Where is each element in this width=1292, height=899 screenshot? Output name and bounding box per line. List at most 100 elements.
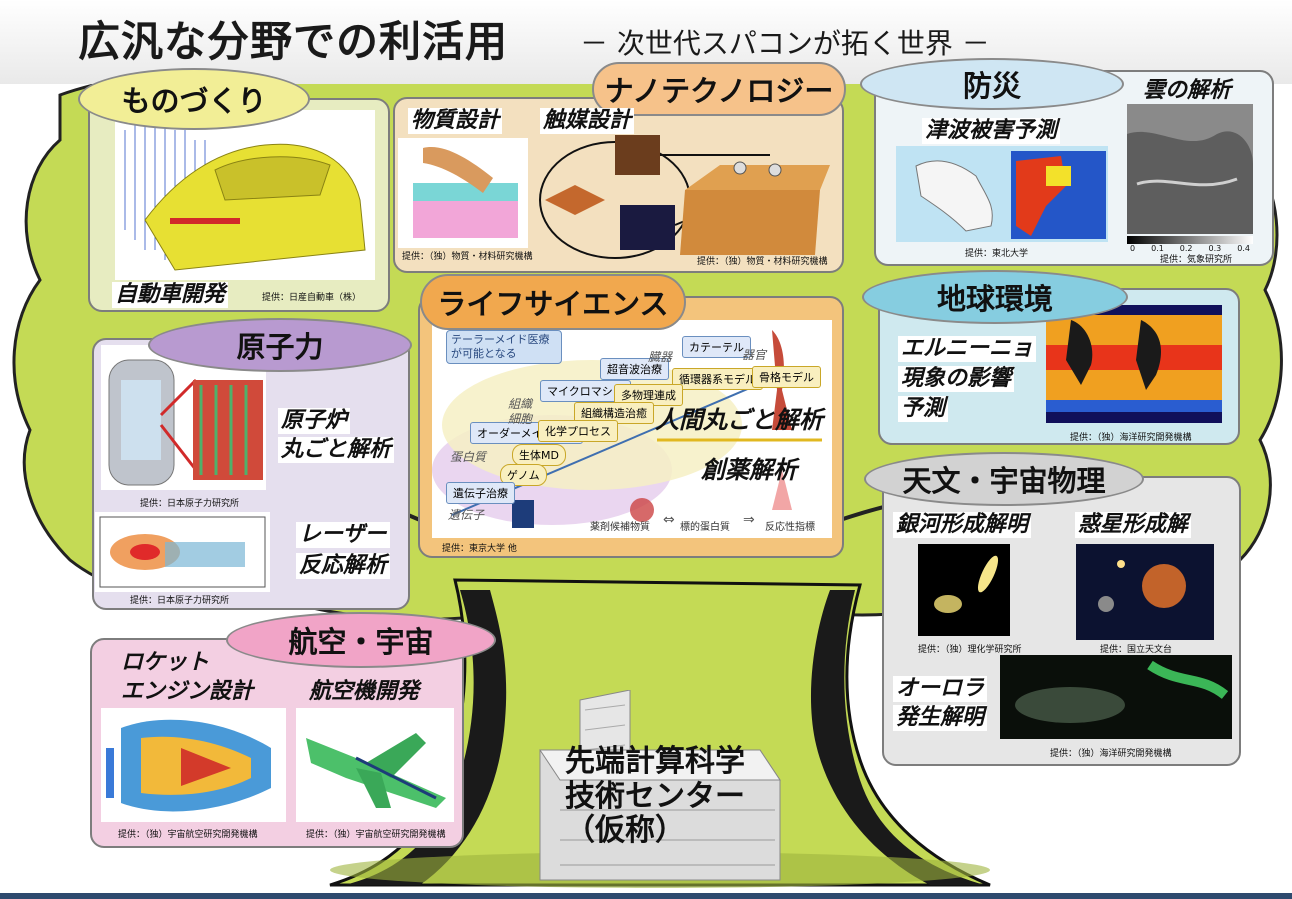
- catalyst-design-diagram: [539, 135, 830, 259]
- galaxy-image: [918, 544, 1010, 636]
- elnino-map-image: [1046, 305, 1222, 423]
- tsunami-map-image: [896, 146, 1108, 242]
- life-side-word: 器官: [742, 348, 767, 362]
- jaxa-credit-2: 提供：（独）宇宙航空研究開発機構: [306, 830, 446, 840]
- drug-flow-item: 反応性指標: [765, 522, 815, 533]
- scale-tick: 0.3: [1208, 244, 1222, 253]
- building-label-line1: 先端計算科学: [565, 744, 745, 779]
- tailor-made-tag: テーラーメイド医療が可能となる: [446, 330, 562, 364]
- aurora-label-line2: 発生解明: [893, 705, 988, 732]
- mri-credit: 提供：気象研究所: [1160, 255, 1233, 265]
- nuclear-pill: 原子力: [148, 318, 412, 372]
- nanotech-title: ナノテクノロジー: [604, 74, 834, 108]
- nims-credit-2: 提供：（独）物質・材料研究機構: [697, 257, 828, 267]
- scale-tick: 0.1: [1151, 244, 1164, 253]
- reactor-label-line1: 原子炉: [278, 408, 351, 435]
- drug-flow-item: 薬剤候補物質: [590, 522, 650, 533]
- jamstec-credit-2: 提供：（独）海洋研究開発機構: [1050, 749, 1172, 759]
- building-label-line3: （仮称）: [565, 813, 685, 848]
- drug-flow-item: 標的蛋白質: [680, 522, 730, 533]
- scale-tick: 0.2: [1179, 244, 1193, 253]
- laser-label-line2: 反応解析: [296, 553, 391, 580]
- aircraft-label: 航空機開発: [309, 679, 420, 704]
- reactor-label-line2: 丸ごと解析: [278, 437, 395, 464]
- computing-center-building: [539, 690, 781, 881]
- jaeri-credit-1: 提供：日本原子力研究所: [140, 499, 240, 509]
- life-side-word: 臓器: [648, 350, 673, 364]
- aurora-label-line1: オーロラ: [893, 676, 988, 703]
- rocket-engine-image: [101, 708, 286, 822]
- lifescience-pill: ライフサイエンス: [420, 274, 686, 330]
- scale-tick: 0.4: [1237, 244, 1250, 253]
- car-simulation-image: [115, 110, 375, 280]
- life-node: 化学プロセス: [538, 420, 618, 442]
- nuclear-title: 原子力: [236, 330, 324, 364]
- scale-tick: 0: [1130, 244, 1136, 253]
- planet-image: [1076, 544, 1214, 640]
- aircraft-image: [296, 708, 454, 822]
- life-node: 遺伝子治療: [446, 482, 515, 504]
- life-node: 多物理連成: [614, 384, 683, 406]
- trunk-shadow-left: [345, 590, 507, 885]
- aerospace-pill: 航空・宇宙: [226, 612, 496, 668]
- life-node: 循環器系モデル: [672, 368, 763, 390]
- catalyst-design-label: 触媒設計: [540, 108, 635, 135]
- utokyo-credit: 提供：東京大学 他: [442, 544, 517, 554]
- life-node: ゲノム: [500, 464, 547, 486]
- life-side-word: 細胞: [508, 412, 533, 426]
- trunk-shadow-right: [810, 590, 985, 885]
- disaster-title: 防災: [962, 69, 1021, 103]
- cloud-color-scale: [1127, 236, 1253, 244]
- reactor-image: [101, 345, 266, 490]
- elnino-label-line2: 現象の影響: [898, 366, 1015, 393]
- rocket-label-line1: ロケット: [121, 650, 210, 675]
- drug-flow-arrow-1: ⇔: [663, 512, 675, 528]
- earth-pill: 地球環境: [862, 270, 1128, 324]
- astro-title: 天文・宇宙物理: [902, 464, 1106, 498]
- life-side-word: 蛋白質: [450, 450, 487, 464]
- astro-pill: 天文・宇宙物理: [864, 452, 1144, 506]
- car-development-label: 自動車開発: [112, 282, 229, 309]
- cloud-scale-ticks: 0 0.1 0.2 0.3 0.4: [1130, 244, 1250, 253]
- life-node: 骨格モデル: [752, 366, 821, 388]
- life-node: カテーテル: [682, 336, 751, 358]
- lifescience-title: ライフサイエンス: [437, 287, 669, 321]
- page-title: 広汎な分野での利活用: [78, 17, 509, 66]
- elnino-label-line1: エルニーニョ: [898, 336, 1037, 363]
- page-subtitle: － 次世代スパコンが拓く世界 －: [580, 27, 990, 60]
- nims-credit-1: 提供：（独）物質・材料研究機構: [402, 252, 533, 262]
- nissan-credit: 提供：日産自動車（株）: [262, 293, 362, 303]
- life-node: 超音波治療: [600, 358, 669, 380]
- bottom-bar: [0, 893, 1292, 899]
- galaxy-label: 銀河形成解明: [893, 512, 1032, 539]
- life-node: マイクロマシン: [540, 380, 631, 402]
- laser-reaction-image: [95, 512, 270, 592]
- life-side-word: 遺伝子: [448, 508, 485, 522]
- riken-credit: 提供：（独）理化学研究所: [918, 645, 1022, 655]
- earth-title: 地球環境: [936, 282, 1053, 316]
- tsunami-label: 津波被害予測: [922, 118, 1061, 145]
- manufacturing-title: ものづくり: [121, 84, 267, 118]
- cloud-analysis-label: 雲の解析: [1143, 78, 1232, 103]
- laser-label-line1: レーザー: [296, 522, 390, 549]
- building-label-line2: 技術センター: [565, 778, 745, 814]
- tohoku-credit: 提供：東北大学: [965, 249, 1029, 259]
- life-node: 生体MD: [512, 444, 566, 466]
- jaxa-credit-1: 提供：（独）宇宙航空研究開発機構: [118, 830, 258, 840]
- nanotech-pill: ナノテクノロジー: [592, 62, 846, 116]
- cloud-analysis-image: [1127, 104, 1253, 234]
- rocket-label-line2: エンジン設計: [121, 679, 254, 704]
- manufacturing-pill: ものづくり: [78, 68, 310, 130]
- disaster-pill: 防災: [860, 58, 1124, 110]
- aurora-image: [1000, 655, 1232, 739]
- life-side-word: 組織: [508, 397, 533, 411]
- human-whole-analysis-label: 人間丸ごと解析: [655, 406, 823, 434]
- material-design-image: [398, 138, 528, 248]
- material-design-label: 物質設計: [408, 108, 503, 135]
- drug-flow-arrow-2: ⇒: [743, 512, 755, 528]
- drug-analysis-label: 創薬解析: [701, 456, 797, 484]
- building-label: 先端計算科学 技術センター （仮称）: [565, 744, 745, 849]
- naoj-credit: 提供：国立天文台: [1100, 645, 1173, 655]
- elnino-label-line3: 予測: [898, 396, 949, 423]
